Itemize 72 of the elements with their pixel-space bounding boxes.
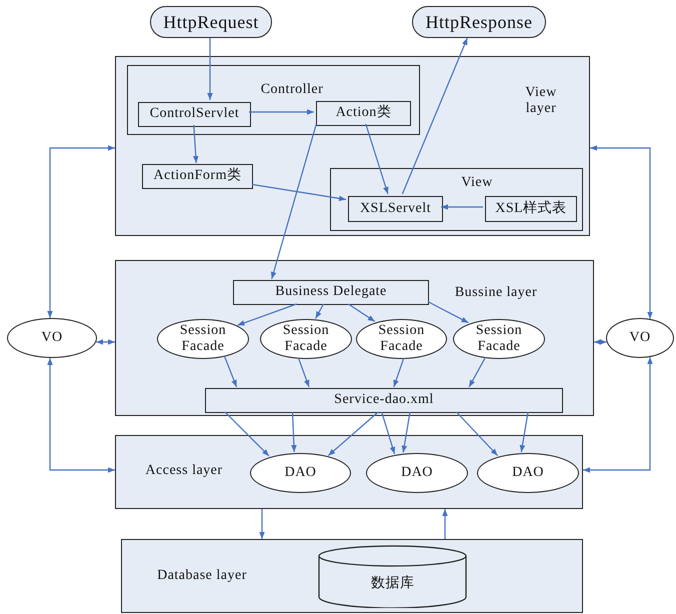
node-label: Bussine layer: [454, 285, 538, 302]
layer-panel: [115, 260, 594, 416]
node-label: Session Facade: [474, 322, 524, 356]
arrow: [249, 109, 314, 115]
node-label: VO: [41, 330, 63, 346]
node-label: XSLServelt: [360, 200, 432, 218]
arrow: [207, 38, 213, 100]
arrow: [428, 301, 469, 324]
node-label: 数据库: [370, 576, 414, 593]
arrow: [96, 339, 115, 345]
arrow: [291, 412, 297, 452]
layer-panel: [115, 56, 590, 236]
node-label: DAO: [284, 464, 316, 482]
arrow: [298, 358, 310, 388]
arrow: [520, 412, 529, 452]
response-pill: [412, 6, 546, 38]
arrow: [365, 124, 388, 194]
arrow: [393, 358, 404, 388]
layer-panel: [115, 435, 583, 509]
arrow: [402, 38, 468, 194]
node-label: DAO: [401, 464, 433, 482]
process-ellipse: [477, 453, 579, 493]
arrow: [583, 357, 653, 473]
node-label: HttpResponse: [426, 12, 532, 32]
arrow: [192, 124, 199, 164]
arrow: [270, 124, 317, 280]
process-box: [205, 388, 563, 413]
arrow: [328, 412, 379, 456]
node-label: Action类: [336, 105, 392, 122]
node-label: Business Delegate: [275, 284, 387, 301]
node-label: VO: [629, 330, 651, 346]
database-cylinder: [318, 545, 467, 608]
arrow: [348, 304, 376, 322]
node-label: View: [460, 175, 494, 192]
arrow: [594, 339, 607, 345]
node-label: Session Facade: [377, 322, 426, 356]
group-box: [330, 168, 583, 231]
process-box: [316, 101, 411, 126]
node-label: HttpRequest: [163, 12, 259, 32]
arrow: [468, 356, 486, 388]
node-label: DAO: [512, 464, 544, 482]
process-box: [348, 196, 443, 222]
process-box: [233, 280, 429, 305]
arrow: [259, 509, 265, 539]
arrow: [224, 355, 238, 388]
node-label: ControlServlet: [150, 106, 240, 123]
node-label: ActionForm类: [154, 168, 242, 185]
arrow: [590, 145, 653, 319]
arrow: [315, 304, 324, 319]
group-box: [127, 65, 420, 135]
arrow: [456, 412, 498, 456]
arrow: [441, 204, 483, 210]
arrow: [47, 145, 115, 318]
arrow: [402, 412, 411, 453]
node-label: Session Facade: [178, 322, 228, 356]
process-box: [142, 164, 253, 189]
node-label: Access layer: [144, 463, 224, 480]
arrow: [224, 412, 270, 456]
process-box: [138, 102, 251, 127]
node-label: Service-dao.xml: [334, 392, 434, 409]
request-pill: [150, 6, 272, 38]
node-label: Session Facade: [282, 322, 330, 356]
arrow: [442, 509, 448, 539]
node-label: View layer: [524, 85, 558, 118]
arrow: [252, 184, 346, 202]
arrow: [47, 358, 115, 473]
process-box: [485, 196, 577, 222]
node-label: Database layer: [156, 568, 248, 584]
node-label: Controller: [260, 82, 324, 98]
node-label: XSL样式表: [495, 200, 567, 218]
layer-panel: [121, 539, 583, 613]
arrow: [381, 412, 396, 454]
